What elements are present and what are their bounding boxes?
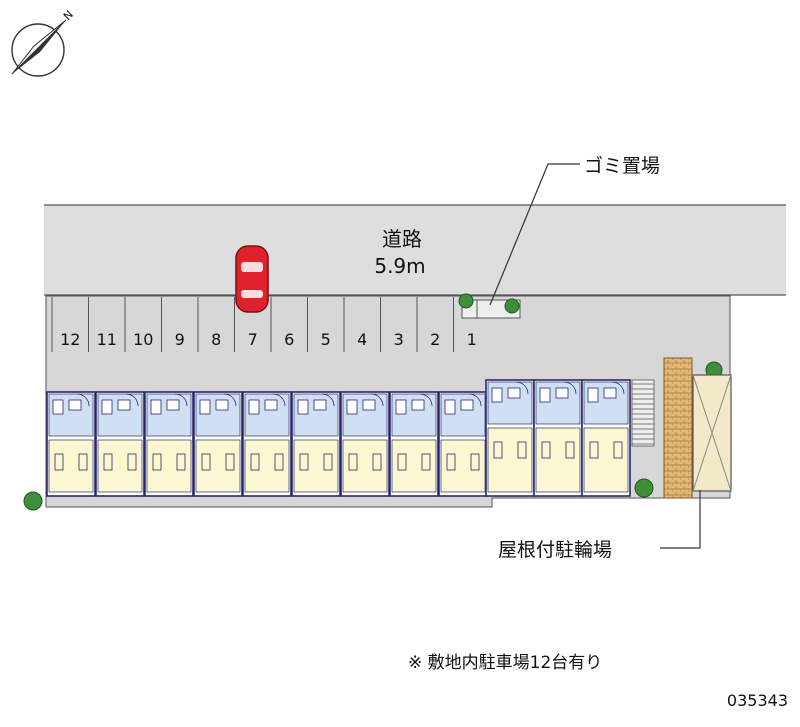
parking-space-number: 10 <box>133 330 153 349</box>
road-name: 道路 <box>382 227 422 251</box>
stairs <box>631 379 655 447</box>
parking-space-number: 3 <box>394 330 404 349</box>
parking-space-number: 11 <box>97 330 117 349</box>
parking-space-number: 9 <box>175 330 185 349</box>
apartment-unit <box>46 391 96 497</box>
compass-north-label: N <box>61 8 76 23</box>
compass-icon: N <box>11 8 76 77</box>
parking-space-number: 4 <box>357 330 367 349</box>
tree-icon <box>634 478 654 498</box>
parking-space-number: 1 <box>467 330 477 349</box>
apartment-unit <box>193 391 243 497</box>
apartment-unit <box>389 391 439 497</box>
parking-space-number: 8 <box>211 330 221 349</box>
apartment-unit <box>95 391 145 497</box>
garbage-callout: ゴミ置場 <box>489 155 660 306</box>
apartment-unit <box>242 391 292 497</box>
apartment-building <box>46 379 631 497</box>
apartment-unit <box>144 391 194 497</box>
bicycle-label: 屋根付駐輪場 <box>498 539 612 561</box>
bicycle-callout: 屋根付駐輪場 <box>498 490 701 561</box>
parking-space-number: 5 <box>321 330 331 349</box>
car-icon <box>235 245 269 313</box>
parking-note: ※ 敷地内駐車場12台有り <box>408 653 602 673</box>
parking-space-number: 12 <box>60 330 80 349</box>
tree-icon <box>23 491 43 511</box>
garbage-label: ゴミ置場 <box>584 155 660 177</box>
apartment-unit <box>438 391 488 497</box>
road: 道路 5.9m <box>44 204 786 296</box>
apartment-unit <box>340 391 390 497</box>
parking-space-number: 7 <box>248 330 258 349</box>
bicycle-parking <box>692 374 732 492</box>
parking-space-number: 2 <box>430 330 440 349</box>
tree-icon <box>458 293 474 309</box>
brick-walkway <box>663 357 693 499</box>
property-code: 035343 <box>727 691 788 710</box>
apartment-unit <box>581 379 631 497</box>
tree-icon <box>504 298 520 314</box>
parking-space-number: 6 <box>284 330 294 349</box>
apartment-unit <box>533 379 583 497</box>
parking-lot: 12 11 10 9 8 7 6 5 4 3 2 1 <box>51 297 477 352</box>
apartment-unit <box>485 379 535 497</box>
road-width: 5.9m <box>374 254 425 278</box>
apartment-unit <box>291 391 341 497</box>
